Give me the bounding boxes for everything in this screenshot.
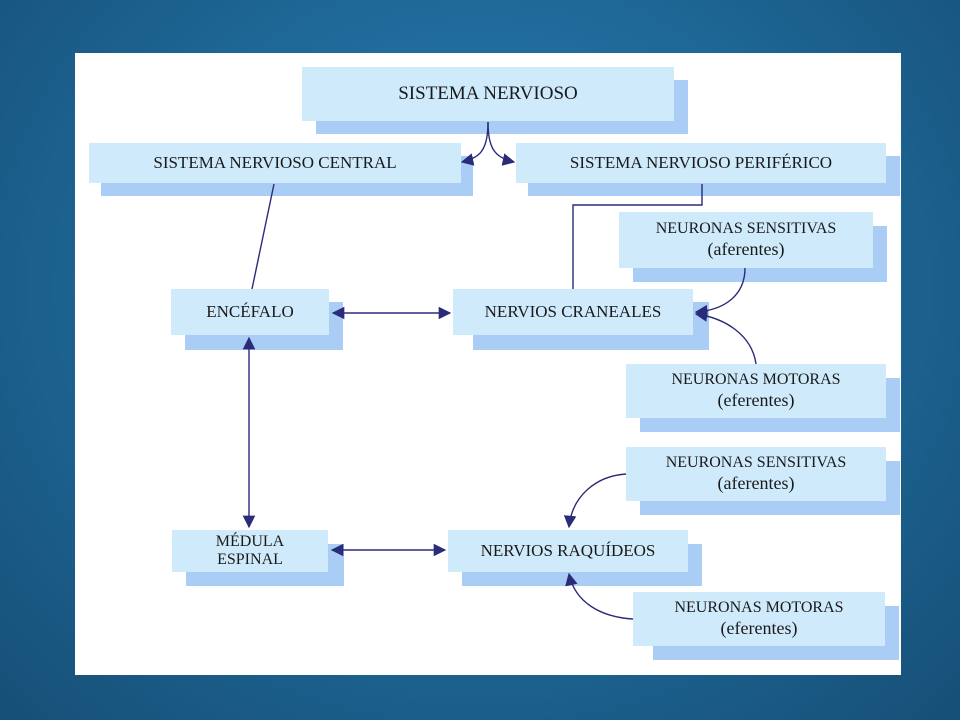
node-label-line1: NEURONAS SENSITIVAS bbox=[655, 220, 837, 238]
node-label: NERVIOS RAQUÍDEOS bbox=[480, 541, 656, 561]
node-label-line1: NEURONAS SENSITIVAS bbox=[665, 454, 847, 472]
node-encefalo: ENCÉFALO bbox=[171, 289, 343, 350]
node-label-line2: (aferentes) bbox=[717, 472, 795, 493]
node-label-line1: MÉDULA bbox=[215, 532, 285, 550]
node-medula-espinal: MÉDULA ESPINAL bbox=[172, 530, 344, 586]
node-nervios-craneales: NERVIOS CRANEALES bbox=[453, 289, 709, 350]
node-label-line2: (eferentes) bbox=[720, 617, 798, 638]
node-sistema-nervioso-periferico: SISTEMA NERVIOSO PERIFÉRICO bbox=[516, 143, 900, 196]
node-label-line1: NEURONAS MOTORAS bbox=[674, 599, 844, 617]
node-label: ENCÉFALO bbox=[206, 302, 294, 322]
node-neuronas-sensitivas-craneales: NEURONAS SENSITIVAS (aferentes) bbox=[619, 212, 887, 282]
node-label-line2: (eferentes) bbox=[717, 389, 795, 410]
node-label: SISTEMA NERVIOSO PERIFÉRICO bbox=[569, 153, 833, 173]
node-label-line2: ESPINAL bbox=[217, 551, 283, 568]
node-neuronas-motoras-craneales: NEURONAS MOTORAS (eferentes) bbox=[626, 364, 900, 432]
node-label-line2: (aferentes) bbox=[707, 238, 785, 259]
node-label: SISTEMA NERVIOSO bbox=[398, 83, 578, 105]
node-sistema-nervioso-central: SISTEMA NERVIOSO CENTRAL bbox=[89, 143, 473, 196]
node-neuronas-motoras-raquideas: NEURONAS MOTORAS (eferentes) bbox=[633, 592, 899, 660]
node-nervios-raquideos: NERVIOS RAQUÍDEOS bbox=[448, 530, 702, 586]
node-sistema-nervioso: SISTEMA NERVIOSO bbox=[302, 67, 688, 134]
node-neuronas-sensitivas-raquideas: NEURONAS SENSITIVAS (aferentes) bbox=[626, 447, 900, 515]
node-label-line1: NEURONAS MOTORAS bbox=[671, 371, 841, 389]
node-label: NERVIOS CRANEALES bbox=[484, 302, 662, 322]
node-label: SISTEMA NERVIOSO CENTRAL bbox=[153, 153, 397, 173]
